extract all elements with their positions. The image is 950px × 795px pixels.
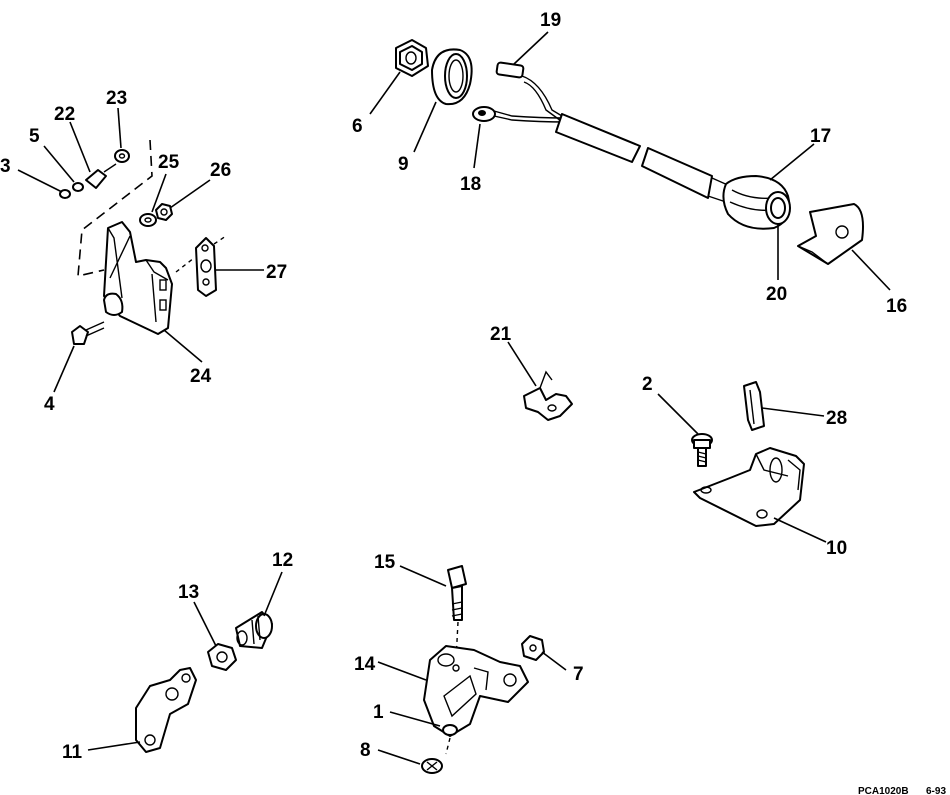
callout-14: 14: [354, 654, 376, 675]
part-12-fitting: [235, 611, 273, 649]
callout-labels: 1 2 3 4 5 6 7 8 9 10 11 12 13 14 15 16 1…: [0, 10, 907, 763]
callout-11: 11: [62, 742, 83, 763]
callout-23: 23: [106, 88, 127, 109]
part-27-link-plate: [175, 235, 227, 297]
callout-2: 2: [642, 374, 653, 395]
part-3-small-nut: [59, 189, 71, 199]
part-10-bracket: [693, 447, 805, 527]
part-25-washer: [139, 213, 157, 227]
callout-10: 10: [826, 538, 847, 559]
part-17-cable-boot: [555, 113, 791, 230]
part-23-washer: [114, 149, 130, 163]
assembly-line-left: [77, 139, 153, 278]
part-5-washer: [72, 182, 84, 192]
drawing-code: PCA1020B: [858, 786, 909, 795]
callout-4: 4: [44, 394, 55, 415]
callout-1: 1: [373, 702, 384, 723]
part-7-nut: [521, 635, 545, 661]
part-8-screw: [421, 758, 443, 774]
callout-26: 26: [210, 160, 231, 181]
part-2-bolt: [691, 433, 713, 467]
callout-22: 22: [54, 104, 75, 125]
callout-19: 19: [540, 10, 561, 31]
drawing-date: 6-93: [926, 786, 946, 795]
part-15-bolt: [447, 565, 467, 661]
callout-8: 8: [360, 740, 371, 761]
part-9-grommet-ring: [431, 48, 473, 106]
callout-20: 20: [766, 284, 787, 305]
callout-5: 5: [29, 126, 40, 147]
callout-3: 3: [0, 156, 11, 177]
callout-21: 21: [490, 324, 512, 345]
leader-lines: [17, 31, 891, 765]
callout-16: 16: [886, 296, 907, 317]
part-1-washer: [442, 724, 458, 755]
callout-9: 9: [398, 154, 409, 175]
part-6-hex-nut: [395, 39, 429, 77]
callout-28: 28: [826, 408, 847, 429]
part-11-lever-arm: [135, 667, 197, 753]
part-21-clip: [523, 370, 573, 421]
part-26-nut: [155, 203, 173, 221]
callout-24: 24: [190, 366, 212, 387]
callout-13: 13: [178, 582, 199, 603]
callout-7: 7: [573, 664, 584, 685]
part-4-screw: [71, 321, 105, 345]
part-22-ball-stud: [85, 163, 117, 189]
part-19-wire-terminal: [495, 61, 573, 127]
part-16-mounting-plate: [797, 203, 864, 265]
callout-15: 15: [374, 552, 396, 573]
part-28-spring-clip: [743, 381, 765, 431]
part-14-pivot-bracket: [423, 645, 529, 737]
callout-27: 27: [266, 262, 287, 283]
callout-17: 17: [810, 126, 831, 147]
part-13-nut: [207, 643, 237, 671]
callout-12: 12: [272, 550, 293, 571]
callout-6: 6: [352, 116, 363, 137]
callout-18: 18: [460, 174, 481, 195]
part-24-arm-bracket: [103, 221, 173, 335]
callout-25: 25: [158, 152, 180, 173]
